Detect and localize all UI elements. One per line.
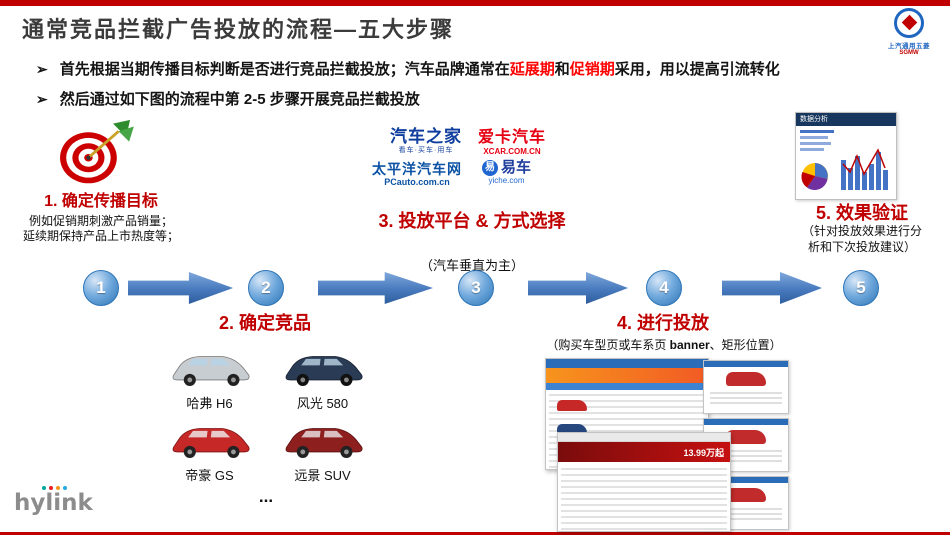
hylink-logo-wordmark: hylink xyxy=(14,490,93,516)
car-label: 远景 SUV xyxy=(294,468,351,483)
sgmw-logo-name: 上汽通用五菱 xyxy=(888,43,930,50)
xcar-logo-name: 爱卡汽车 xyxy=(478,129,547,146)
step1-desc-line2: 延续期保持产品上市热度等； xyxy=(22,229,179,243)
sgmw-logo: 上汽通用五菱 SGMW xyxy=(878,8,940,56)
car-image-haval-h6 xyxy=(172,356,249,386)
car-card-yuanjing-suv: 远景 SUV xyxy=(271,418,374,484)
screenshot-content xyxy=(561,464,727,530)
flow-circle-4: 4 xyxy=(646,270,682,306)
thumbnail-content xyxy=(710,389,782,407)
bullet1-text-3: 采用，用以提高引流转化 xyxy=(614,61,780,78)
page-title: 通常竞品拦截广告投放的流程—五大步骤 xyxy=(22,17,455,42)
hylink-logo-dots-icon xyxy=(42,486,93,490)
car-image-fengguang-580 xyxy=(285,356,362,386)
car-label: 哈弗 H6 xyxy=(186,396,233,411)
car-thumbnail-icon xyxy=(557,400,587,411)
bullet-item-2: ➢ 然后通过如下图的流程中第 2-5 步骤开展竞品拦截投放 xyxy=(36,88,420,109)
screenshot-nav-bar xyxy=(546,383,708,390)
ad-thumbnail-1 xyxy=(703,360,789,414)
competitor-car-grid: 哈弗 H6 风光 580 帝豪 GS xyxy=(158,346,374,484)
flow-arrow-2 xyxy=(318,272,433,304)
bullet1-highlight-2: 促销期 xyxy=(569,61,615,78)
car-image-dihao-gs xyxy=(172,428,249,458)
car-card-dihao-gs: 帝豪 GS xyxy=(158,418,261,484)
pcauto-logo-domain: PCauto.com.cn xyxy=(384,176,450,187)
step1-desc-line1: 例如促销期刺激产品销量； xyxy=(28,214,173,228)
step5-title: 5. 效果验证 xyxy=(815,203,908,223)
red-car-icon xyxy=(726,430,766,444)
red-car-icon xyxy=(726,372,766,386)
red-car-icon xyxy=(726,488,766,502)
hylink-logo: hylink xyxy=(14,486,93,516)
step3-desc: （汽车垂直为主） xyxy=(419,258,524,273)
screenshot-price-banner: 13.99万起 xyxy=(558,442,730,462)
screenshot-header-bar xyxy=(546,359,708,368)
autohome-logo-tagline: 看车·买车·用车 xyxy=(398,146,454,154)
bullet-item-1: ➢ 首先根据当期传播目标判断是否进行竞品拦截投放；汽车品牌通常在延展期和促销期采用… xyxy=(36,58,780,79)
dashboard-charts xyxy=(800,130,888,190)
bullet1-text-2: 和 xyxy=(554,61,570,78)
bullet1-highlight-1: 延展期 xyxy=(509,61,555,78)
bullet-arrow-icon: ➢ xyxy=(36,61,48,77)
screenshot-banner-ad xyxy=(546,368,708,383)
xcar-logo: 爱卡汽车 XCAR.COM.CN xyxy=(478,129,547,156)
thumbnail-header-bar xyxy=(704,361,788,367)
screenshot-header-bar xyxy=(558,433,730,442)
yiche-logo-icon: 易 xyxy=(482,160,498,176)
bottom-accent-bar xyxy=(0,532,950,535)
yiche-logo-name: 易车 xyxy=(501,159,532,177)
dart-target-icon xyxy=(52,118,140,193)
flow-circle-2: 2 xyxy=(248,270,284,306)
car-thumbnail-icon xyxy=(557,424,587,435)
step1-title: 1. 确定传播目标 xyxy=(44,193,158,210)
yiche-logo-domain: yiche.com xyxy=(488,176,525,185)
bullet2-text: 然后通过如下图的流程中第 2-5 步骤开展竞品拦截投放 xyxy=(59,91,420,108)
banner-price-text: 13.99万起 xyxy=(683,447,724,458)
step3-title: 3. 投放平台 & 方式选择 xyxy=(378,211,566,231)
flow-arrow-3 xyxy=(528,272,628,304)
pcauto-logo-name: 太平洋汽车网 xyxy=(372,161,462,177)
thumbnail-header-bar xyxy=(704,419,788,425)
car-label: 帝豪 GS xyxy=(185,468,234,483)
bullet-arrow-icon: ➢ xyxy=(36,91,48,107)
yiche-logo: 易 易车 yiche.com xyxy=(482,160,531,185)
flow-arrow-4 xyxy=(722,272,822,304)
car-card-fengguang-580: 风光 580 xyxy=(271,346,374,412)
more-competitors-ellipsis: ... xyxy=(258,487,274,506)
step4-title: 4. 进行投放 xyxy=(616,313,709,333)
sgmw-logo-abbr: SGMW xyxy=(899,50,919,56)
car-card-haval-h6: 哈弗 H6 xyxy=(158,346,261,412)
analytics-dashboard: 数据分析 xyxy=(795,112,897,200)
flow-circle-3: 3 xyxy=(458,270,494,306)
xcar-logo-domain: XCAR.COM.CN xyxy=(483,146,541,156)
bullet1-text-1: 首先根据当期传播目标判断是否进行竞品拦截投放；汽车品牌通常在 xyxy=(59,61,510,78)
flow-circle-5: 5 xyxy=(843,270,879,306)
car-image-yuanjing-suv xyxy=(285,428,362,458)
ad-screenshot-series-page: 13.99万起 xyxy=(557,432,731,532)
dashboard-title: 数据分析 xyxy=(796,113,896,126)
flow-arrow-1 xyxy=(128,272,233,304)
step5-desc: （针对投放效果进行分析和下次投放建议） xyxy=(801,224,922,254)
thumbnail-header-bar xyxy=(704,477,788,483)
step2-title: 2. 确定竞品 xyxy=(218,313,311,333)
sgmw-logo-icon xyxy=(894,8,924,38)
flow-circle-1: 1 xyxy=(83,270,119,306)
autohome-logo: 汽车之家 看车·买车·用车 xyxy=(390,128,462,154)
autohome-logo-name: 汽车之家 xyxy=(390,127,462,146)
pcauto-logo: 太平洋汽车网 PCauto.com.cn xyxy=(372,162,462,187)
sgmw-diamond-icon xyxy=(901,14,917,31)
top-accent-bar xyxy=(0,0,950,6)
car-label: 风光 580 xyxy=(296,396,349,411)
step4-desc: （购买车型页或车系页 banner、矩形位置） xyxy=(546,338,782,352)
